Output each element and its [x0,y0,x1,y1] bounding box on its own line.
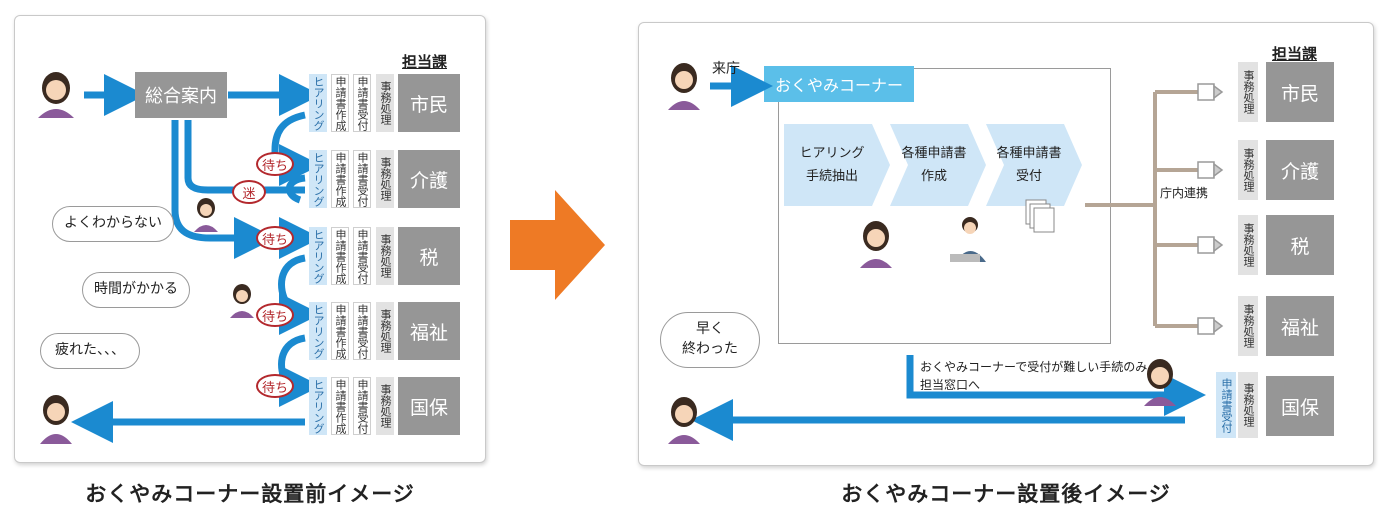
person-icon [860,221,892,268]
step-line: 作成 [920,169,947,184]
receive-tag: 申請書受付 [353,74,371,132]
process-tag: 事務処理 [376,74,394,132]
dept-box: 国保 [1266,376,1334,436]
process-tag: 事務処理 [1238,296,1258,356]
person-icon [1144,359,1176,406]
person-icon [668,397,700,444]
dept-box: 税 [398,227,460,285]
dept-box: 市民 [398,74,460,132]
step-3: 各種申請書 受付 [990,124,1068,206]
right-section-heading: 担当課 [1272,45,1318,63]
bubble-line: 終わった [682,341,738,357]
wait-badge: 待ち [256,374,294,398]
receive-tag: 申請書受付 [353,227,371,285]
create-tag: 申請書作成 [331,227,349,285]
step-line: 手続抽出 [805,169,858,184]
hearing-tag: ヒアリング [309,227,327,285]
left-section-heading: 担当課 [402,53,448,71]
person-icon [230,284,254,318]
corner-title: おくやみコーナー [764,66,914,102]
before-caption: おくやみコーナー設置前イメージ [85,482,415,506]
note-line: 担当窓口へ [920,378,981,392]
bubble-line: 早く [696,321,724,338]
process-tag: 事務処理 [1238,372,1258,438]
process-tag: 事務処理 [1238,62,1258,122]
receive-tag: 申請書受付 [353,302,371,360]
dept-box: 市民 [1266,62,1334,122]
step-chevron [784,124,890,206]
liaison-label: 庁内連携 [1160,186,1209,200]
person-icon [668,63,700,110]
dept-box: 介護 [1266,140,1334,200]
thought-bubble: よくわからない [52,206,174,242]
create-tag: 申請書作成 [331,74,349,132]
step-line: 各種申請書 [996,145,1062,161]
process-tag: 事務処理 [376,227,394,285]
receive-tag: 申請書受付 [353,150,371,208]
after-caption: おくやみコーナー設置後イメージ [841,482,1171,506]
step-2: 各種申請書 作成 [895,124,973,206]
thought-bubble: 時間がかかる [82,272,190,308]
step-line: ヒアリング [799,145,865,161]
dept-box: 国保 [398,377,460,435]
note-line: おくやみコーナーで受付が難しい手続のみ [920,360,1148,374]
process-tag: 事務処理 [376,150,394,208]
receive-tag: 申請書受付 [353,377,371,435]
step-chevron [890,124,986,206]
step-line: 受付 [1015,169,1042,184]
dept-box: 介護 [398,150,460,208]
step-line: 各種申請書 [901,145,967,161]
wait-badge: 待ち [256,303,294,327]
person-icon [40,395,72,444]
create-tag: 申請書作成 [331,150,349,208]
wait-badge: 待ち [256,152,294,176]
dept-box: 税 [1266,215,1334,275]
process-tag: 事務処理 [376,302,394,360]
step-chevron [986,124,1082,206]
thought-bubble: 疲れた、、、 [40,333,140,369]
arrive-label: 来庁 [712,61,740,77]
dept-box: 福祉 [398,302,460,360]
person-icon [194,198,218,232]
lost-badge: 迷 [232,180,266,204]
person-icon [38,72,74,118]
create-tag: 申請書作成 [331,302,349,360]
wait-badge: 待ち [256,226,294,250]
receive-tag: 申請書受付 [1216,372,1236,438]
create-tag: 申請書作成 [331,377,349,435]
thought-bubble: 早く 終わった [660,312,760,368]
process-tag: 事務処理 [1238,140,1258,200]
hearing-tag: ヒアリング [309,302,327,360]
hearing-tag: ヒアリング [309,377,327,435]
staff-icon [950,217,986,262]
process-tag: 事務処理 [1238,215,1258,275]
hearing-tag: ヒアリング [309,74,327,132]
general-reception-box: 総合案内 [135,72,227,118]
step-1: ヒアリング 手続抽出 [784,124,880,206]
process-tag: 事務処理 [376,377,394,435]
hearing-tag: ヒアリング [309,150,327,208]
dept-box: 福祉 [1266,296,1334,356]
